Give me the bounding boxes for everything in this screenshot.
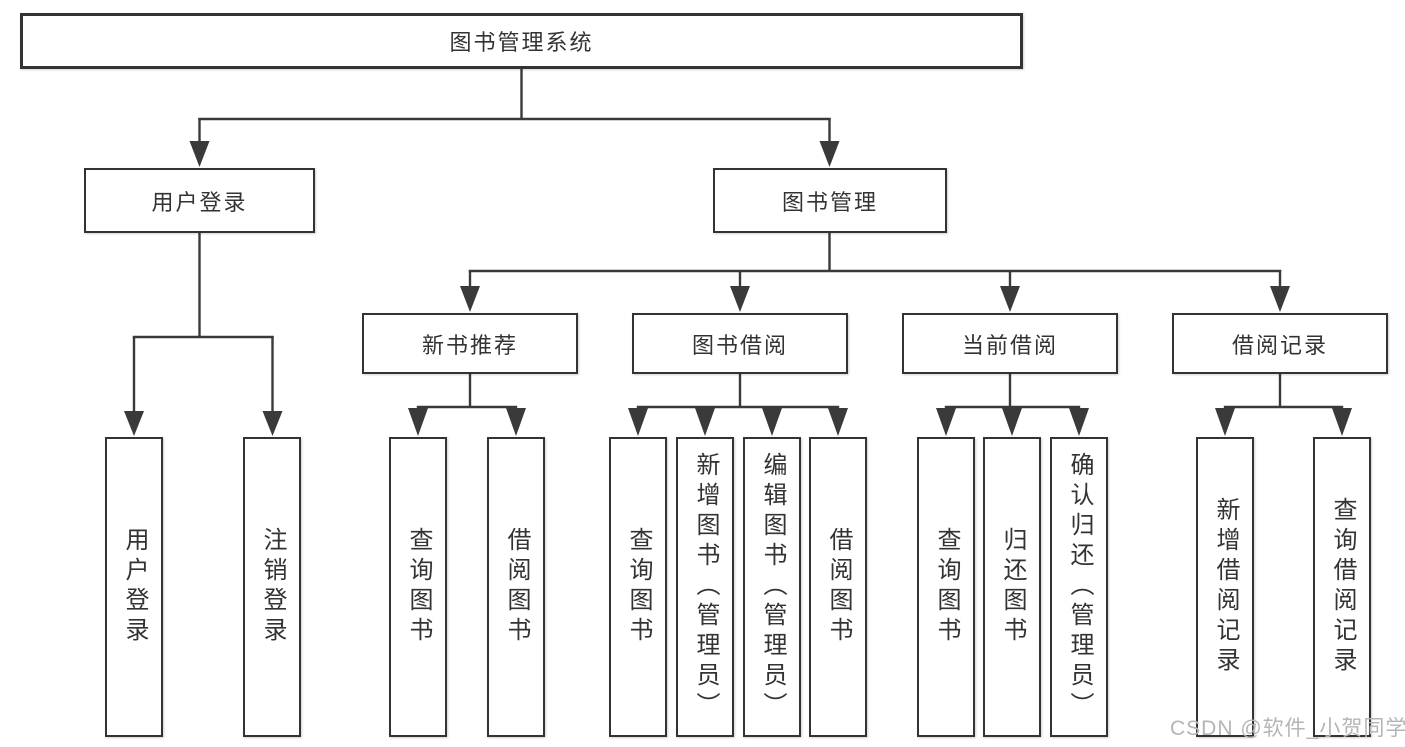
node-cb-confirm-return-admin: 确认归还（管理员）	[1050, 437, 1108, 737]
arrowheads	[124, 141, 1352, 436]
node-user-login: 用户登录	[84, 168, 315, 233]
node-bb-borrow-books: 借阅图书	[809, 437, 867, 737]
node-user-login-action: 用户登录	[105, 437, 163, 737]
node-br-query-record: 查询借阅记录	[1313, 437, 1371, 737]
node-new-book-recommend: 新书推荐	[362, 313, 578, 374]
node-book-management: 图书管理	[713, 168, 947, 233]
node-bb-add-books-admin: 新增图书（管理员）	[676, 437, 734, 737]
node-logout-action: 注销登录	[243, 437, 301, 737]
node-nb-borrow-books: 借阅图书	[487, 437, 545, 737]
node-br-add-record: 新增借阅记录	[1196, 437, 1254, 737]
node-cb-query-books: 查询图书	[917, 437, 975, 737]
node-book-borrowing: 图书借阅	[632, 313, 848, 374]
node-nb-query-books: 查询图书	[389, 437, 447, 737]
node-cb-return-books: 归还图书	[983, 437, 1041, 737]
node-bb-query-books: 查询图书	[609, 437, 667, 737]
node-borrowing-records: 借阅记录	[1172, 313, 1388, 374]
node-root: 图书管理系统	[20, 13, 1023, 69]
watermark: CSDN @软件_小贺同学	[1170, 717, 1405, 740]
connector-paths	[132, 68, 1344, 412]
node-bb-edit-books-admin: 编辑图书（管理员）	[743, 437, 801, 737]
node-current-borrowing: 当前借阅	[902, 313, 1118, 374]
